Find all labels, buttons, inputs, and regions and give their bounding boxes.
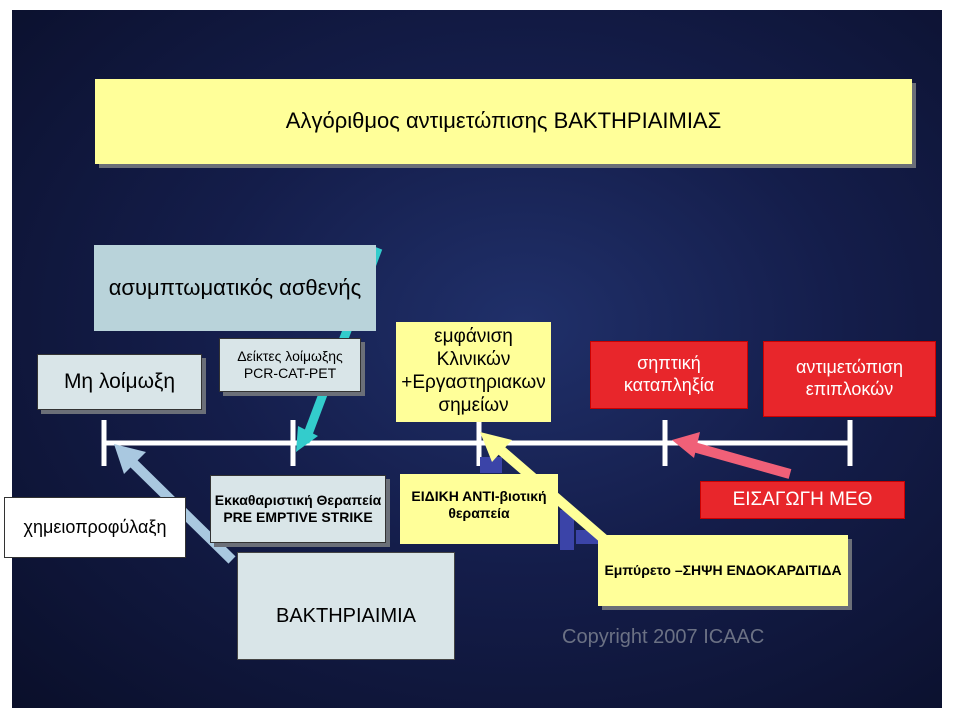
clearing-therapy-box: Εκκαθαριστική Θεραπεία PRE EMPTIVE STRIK… (210, 475, 386, 543)
asymptomatic-patient-box: ασυμπτωματικός ασθενής (94, 245, 376, 331)
title-box: Αλγόριθμος αντιμετώπισης ΒΑΚΤΗΡΙΑΙΜΙΑΣ (95, 79, 912, 164)
icu-admission-box: ΕΙΣΑΓΩΓΗ ΜΕΘ (700, 481, 905, 519)
page-title: Αλγόριθμος αντιμετώπισης ΒΑΚΤΗΡΙΑΙΜΙΑΣ (285, 108, 722, 134)
septic-shock-box: σηπτική καταπληξία (590, 341, 748, 409)
clinical-signs-box: εμφάνιση Κλινικών +Εργαστηριακων σημείων (396, 322, 551, 422)
chemoprophylaxis-box: χημειοπροφύλαξη (4, 497, 186, 558)
complications-box: αντιμετώπιση επιπλοκών (763, 341, 936, 417)
specific-antibiotic-box: ΕΙΔΙΚΗ ΑΝΤΙ-βιοτική θεραπεία (400, 474, 558, 544)
copyright-watermark: Copyright 2007 ICAAC (562, 626, 765, 648)
infection-indices-box: Δείκτες λοίμωξης PCR-CAT-PET (219, 338, 361, 392)
febrile-sepsis-box: Εμπύρετο –ΣΗΨΗ ΕΝΔΟΚΑΡΔΙΤΙΔΑ (598, 535, 848, 606)
no-infection-box: Μη λοίμωξη (37, 354, 202, 410)
bacteremia-box: ΒΑΚΤΗΡΙΑΙΜΙΑ (237, 552, 455, 660)
